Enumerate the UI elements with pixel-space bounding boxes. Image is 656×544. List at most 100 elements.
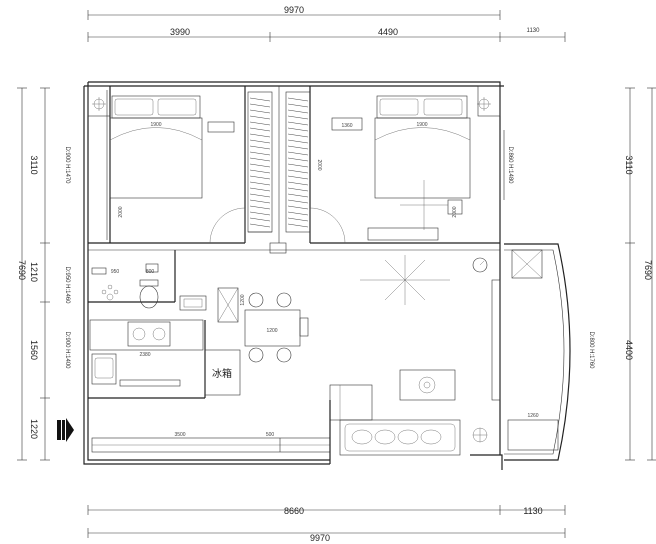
left-bed-length: 2000: [118, 206, 124, 217]
side-table-dim: 1360: [341, 123, 352, 129]
svg-text:1200: 1200: [240, 294, 246, 305]
toilet: [139, 279, 159, 287]
hanger-line: [249, 163, 271, 168]
right-seg2-dim: 4400: [624, 340, 634, 360]
right-bed-width: 1900: [416, 122, 427, 128]
kitchen: 2380 D:900 H:1400 冰箱: [64, 319, 241, 399]
bottom-seg2-dim: 1130: [523, 506, 542, 516]
hanger-line: [249, 175, 271, 180]
gas-stove-icon: [127, 321, 171, 347]
hanger-line: [287, 163, 309, 168]
left-seg2-dim: 1210: [29, 262, 39, 282]
top-total-dim: 9970: [284, 5, 304, 15]
entrance-arrow-icon: [57, 418, 74, 442]
hanger-line: [287, 97, 309, 102]
hanger-line: [287, 115, 309, 120]
left-seg4-dim: 1220: [29, 419, 39, 439]
hanger-line: [287, 211, 309, 216]
hanger-line: [287, 205, 309, 210]
svg-text:2000: 2000: [316, 159, 322, 170]
hall-cabinet-dim: 3500: [174, 432, 185, 438]
hanger-line: [287, 217, 309, 222]
left-total-dim: 7690: [17, 260, 27, 280]
right-total-dim: 7690: [643, 260, 653, 280]
sofa: [339, 419, 461, 456]
balcony-cabinet-dim: 1260: [527, 413, 538, 419]
hangers-right: [287, 97, 309, 228]
hanger-line: [287, 199, 309, 204]
hanger-line: [249, 127, 271, 132]
hanger-line: [249, 109, 271, 114]
hanger-line: [249, 187, 271, 192]
hanger-line: [287, 139, 309, 144]
right-dimension-lines: [625, 87, 656, 461]
hanger-line: [287, 151, 309, 156]
balcony: 1260 D:800 H:1760: [504, 243, 594, 461]
kitchen-window: D:900 H:1400: [64, 331, 70, 369]
left-seg3-dim: 1560: [29, 340, 39, 360]
right-bedroom-window: D:860 H:1480: [507, 146, 513, 184]
hanger-line: [287, 157, 309, 162]
left-seg1-dim: 3110: [29, 155, 39, 174]
right-bed-length: 2000: [452, 206, 458, 217]
hanger-line: [287, 175, 309, 180]
fridge-label: 冰箱: [212, 367, 232, 380]
top-seg1-dim: 3990: [170, 27, 190, 37]
ceiling-light-icon: [360, 255, 450, 305]
hanger-line: [287, 169, 309, 174]
hanger-line: [287, 193, 309, 198]
hanger-line: [287, 121, 309, 126]
hanger-line: [249, 199, 271, 204]
coffee-table: [399, 369, 456, 401]
left-bedroom: 1900 2000 D:900 H:1470: [64, 86, 246, 244]
hanger-line: [249, 217, 271, 222]
hanger-line: [249, 169, 271, 174]
balcony-window: D:800 H:1760: [588, 331, 594, 369]
top-dimension-lines: [87, 10, 566, 42]
hangers-left: [249, 97, 271, 228]
right-seg1-dim: 3110: [624, 155, 634, 174]
hanger-line: [249, 103, 271, 108]
hanger-line: [249, 211, 271, 216]
hall-cabinet: 3500 500: [91, 400, 331, 464]
hanger-line: [249, 157, 271, 162]
bath-window: D:950 H:1460: [64, 266, 70, 304]
hanger-line: [287, 181, 309, 186]
hanger-line: [249, 139, 271, 144]
bottom-dimension-lines: [87, 505, 566, 538]
hanger-line: [249, 223, 271, 228]
hanger-line: [249, 121, 271, 126]
hanger-line: [249, 115, 271, 120]
left-dimension-lines: [17, 87, 50, 461]
top-seg2-dim: 4490: [378, 27, 398, 37]
hanger-line: [287, 103, 309, 108]
svg-text:950: 950: [111, 269, 120, 275]
storage-cabinet: 1200: [217, 287, 246, 323]
right-bedroom: 1900 2000 1360 D:860 H:1480: [309, 95, 513, 244]
clock-icon: [472, 257, 488, 273]
hanger-line: [287, 127, 309, 132]
wardrobes: 2000: [247, 86, 322, 254]
hanger-line: [249, 151, 271, 156]
hanger-line: [287, 133, 309, 138]
living-room: [175, 244, 501, 456]
kitchen-counter-dim: 2380: [139, 352, 150, 358]
bottom-total-dim: 9970: [310, 533, 330, 543]
left-bed-width: 1900: [150, 122, 161, 128]
hanger-line: [287, 223, 309, 228]
bathroom: 950 800 D:950 H:1460: [64, 249, 207, 311]
left-bed: [109, 117, 203, 199]
hanger-line: [249, 193, 271, 198]
hanger-line: [287, 109, 309, 114]
bottom-seg1-dim: 8660: [284, 506, 304, 516]
hanger-line: [249, 133, 271, 138]
hall-cabinet2-dim: 500: [266, 432, 275, 438]
hanger-line: [249, 205, 271, 210]
outer-walls: [83, 81, 504, 470]
dining-table-dim: 1200: [266, 328, 277, 334]
hanger-line: [249, 181, 271, 186]
hanger-line: [249, 97, 271, 102]
hanger-line: [249, 145, 271, 150]
dining-area: 1200: [244, 292, 309, 363]
